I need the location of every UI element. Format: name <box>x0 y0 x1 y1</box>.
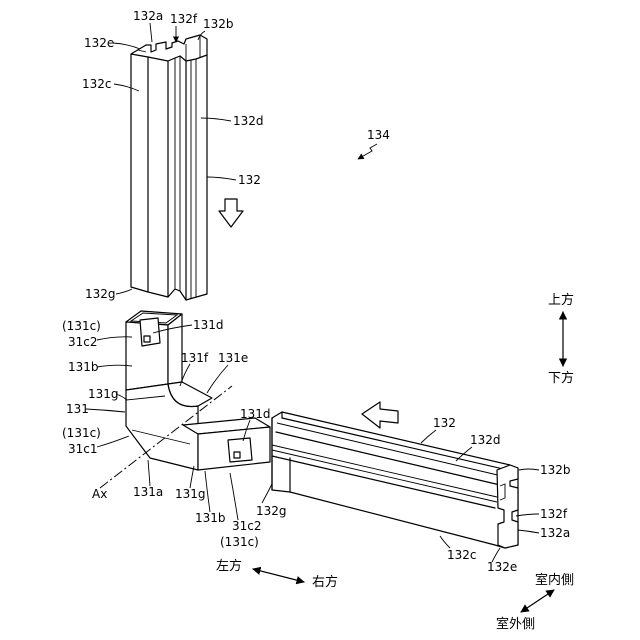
label-axis-ax: Ax <box>92 487 107 501</box>
label-left: 左方 <box>216 558 242 574</box>
label-131e: 131e <box>218 351 248 365</box>
label-right: 右方 <box>312 574 338 590</box>
label-down: 下方 <box>548 370 574 386</box>
label-132c-right: 132c <box>447 548 477 562</box>
label-131b-upper: 131b <box>68 360 99 374</box>
label-31c2-lower: 31c2 <box>232 519 262 533</box>
label-131g-lower: 131g <box>175 487 206 501</box>
label-132d-top: 132d <box>233 114 264 128</box>
label-132e-right: 132e <box>487 560 517 574</box>
label-132g-lower: 132g <box>256 504 287 518</box>
label-131c-upper: (131c) <box>62 319 101 333</box>
label-up: 上方 <box>548 292 574 308</box>
label-outdoor: 室外側 <box>496 616 535 632</box>
label-31c1: 31c1 <box>68 442 98 456</box>
label-132e-top: 132e <box>84 36 114 50</box>
label-132-top: 132 <box>238 173 261 187</box>
label-131f: 131f <box>181 351 209 365</box>
label-132-right: 132 <box>433 416 456 430</box>
label-132g-top: 132g <box>85 287 116 301</box>
label-134: 134 <box>367 128 390 142</box>
label-131c-lower: (131c) <box>220 535 259 549</box>
label-131: 131 <box>66 402 89 416</box>
label-132a-right: 132a <box>540 526 570 540</box>
label-131a: 131a <box>133 485 163 499</box>
label-131b-lower: 131b <box>195 511 226 525</box>
label-132b-right: 132b <box>540 463 571 477</box>
label-indoor: 室内側 <box>535 572 574 588</box>
label-132b-top: 132b <box>203 17 234 31</box>
label-132c-top: 132c <box>82 77 112 91</box>
label-131c-middle: (131c) <box>62 426 101 440</box>
label-132a-top: 132a <box>133 9 163 23</box>
label-131g-upper: 131g <box>88 387 119 401</box>
label-131d-lower: 131d <box>240 407 271 421</box>
label-132d-right: 132d <box>470 433 501 447</box>
label-131d-upper: 131d <box>193 318 224 332</box>
label-31c2-upper: 31c2 <box>68 335 98 349</box>
label-132f-top: 132f <box>170 12 198 26</box>
label-132f-right: 132f <box>540 507 568 521</box>
